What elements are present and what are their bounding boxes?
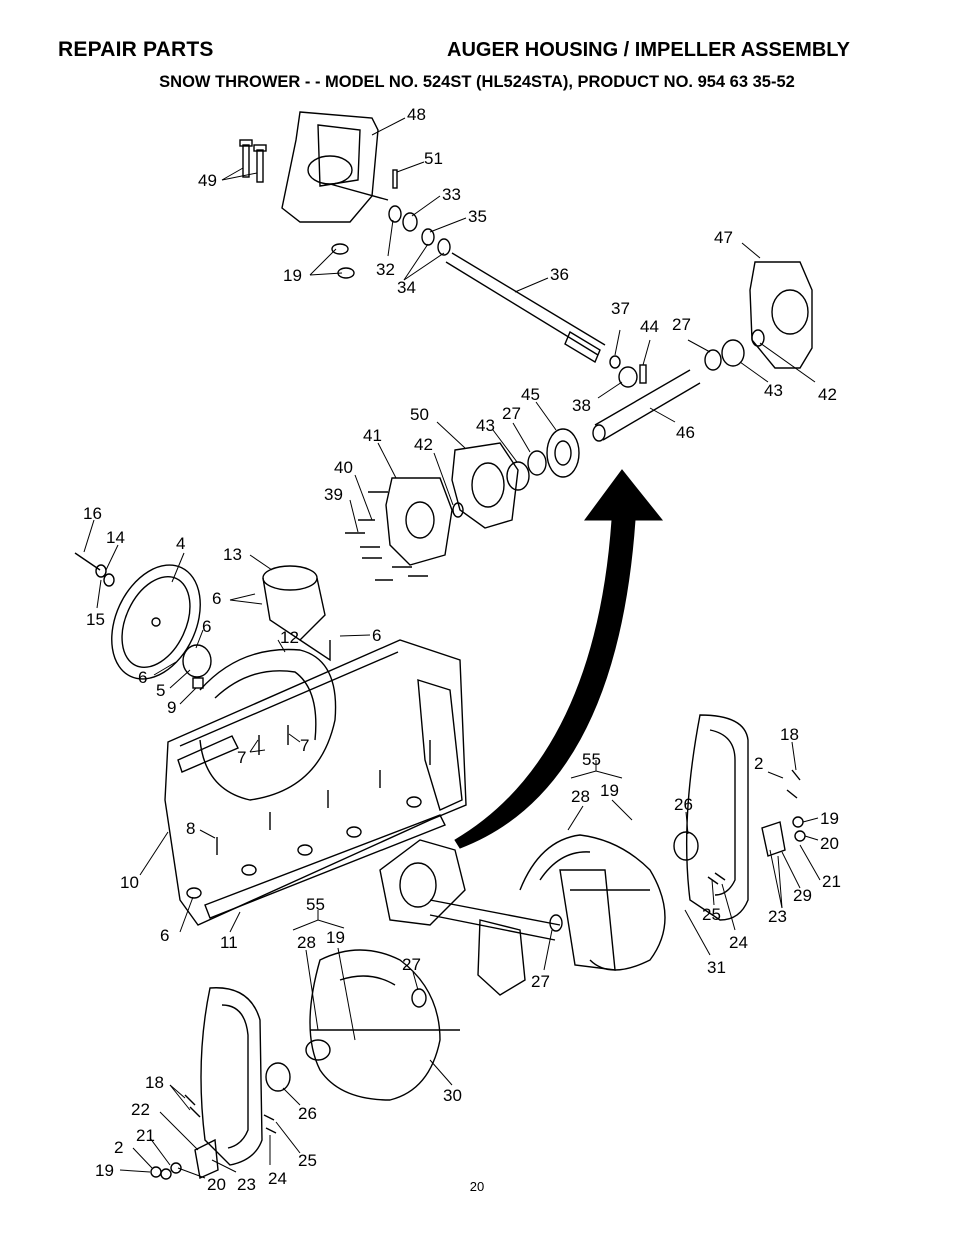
callout-label: 20 [207,1175,226,1194]
callout-label: 33 [442,185,461,204]
callout-label: 19 [326,928,345,947]
callout-label: 16 [83,504,102,523]
callout-label: 24 [268,1169,287,1188]
callout-label: 29 [793,886,812,905]
callout-label: 2 [114,1138,123,1157]
callout-label: 9 [167,698,176,717]
callout-label: 37 [611,299,630,318]
callout-label: 10 [120,873,139,892]
callout-label: 31 [707,958,726,977]
callout-label: 42 [414,435,433,454]
page-number: 20 [469,1179,485,1194]
callout-labels: 48 51 49 33 35 19 32 34 36 47 37 44 27 4… [83,105,841,1194]
callout-label: 38 [572,396,591,415]
callout-label: 21 [822,872,841,891]
callout-label: 30 [443,1086,462,1105]
callout-label: 39 [324,485,343,504]
callout-label: 27 [402,955,421,974]
section-heading: REPAIR PARTS [58,38,214,61]
callout-label: 6 [372,626,381,645]
callout-label: 40 [334,458,353,477]
callout-label: 35 [468,207,487,226]
callout-label: 13 [223,545,242,564]
callout-label: 20 [820,834,839,853]
callout-label: 45 [521,385,540,404]
callout-label: 23 [237,1175,256,1194]
callout-label: 22 [131,1100,150,1119]
callout-label: 46 [676,423,695,442]
callout-label: 48 [407,105,426,124]
callout-label: 4 [176,534,185,553]
callout-label: 44 [640,317,659,336]
callout-label: 19 [95,1161,114,1180]
callout-label: 6 [202,617,211,636]
callout-label: 18 [145,1073,164,1092]
callout-label: 6 [160,926,169,945]
callout-label: 18 [780,725,799,744]
callout-label: 49 [198,171,217,190]
callout-label: 55 [306,895,325,914]
callout-label: 19 [283,266,302,285]
callout-label: 25 [298,1151,317,1170]
callout-label: 6 [138,668,147,687]
callout-label: 28 [297,933,316,952]
callout-label: 14 [106,528,125,547]
page-title: AUGER HOUSING / IMPELLER ASSEMBLY [447,39,851,61]
callout-label: 12 [280,628,299,647]
callout-label: 2 [754,754,763,773]
callout-label: 5 [156,681,165,700]
callout-label: 55 [582,750,601,769]
callout-label: 21 [136,1126,155,1145]
callout-label: 43 [764,381,783,400]
callout-label: 27 [672,315,691,334]
callout-label: 7 [300,736,309,755]
leader-lines [83,117,821,1179]
callout-label: 8 [186,819,195,838]
callout-label: 32 [376,260,395,279]
callout-label: 19 [820,809,839,828]
callout-label: 36 [550,265,569,284]
callout-label: 15 [86,610,105,629]
callout-label: 41 [363,426,382,445]
diagram-drawing [74,111,813,1180]
assembly-arrow [454,469,664,849]
callout-label: 51 [424,149,443,168]
callout-label: 27 [502,404,521,423]
callout-label: 19 [600,781,619,800]
callout-label: 24 [729,933,748,952]
callout-label: 26 [298,1104,317,1123]
callout-label: 11 [220,933,238,952]
callout-label: 47 [714,228,733,247]
callout-label: 26 [674,795,693,814]
callout-label: 50 [410,405,429,424]
callout-label: 43 [476,416,495,435]
callout-label: 25 [702,905,721,924]
callout-label: 7 [237,748,246,767]
callout-label: 42 [818,385,837,404]
model-subtitle: SNOW THROWER - - MODEL NO. 524ST (HL524S… [159,73,795,91]
callout-label: 28 [571,787,590,806]
callout-label: 34 [397,278,416,297]
callout-label: 6 [212,589,221,608]
callout-label: 23 [768,907,787,926]
callout-label: 27 [531,972,550,991]
